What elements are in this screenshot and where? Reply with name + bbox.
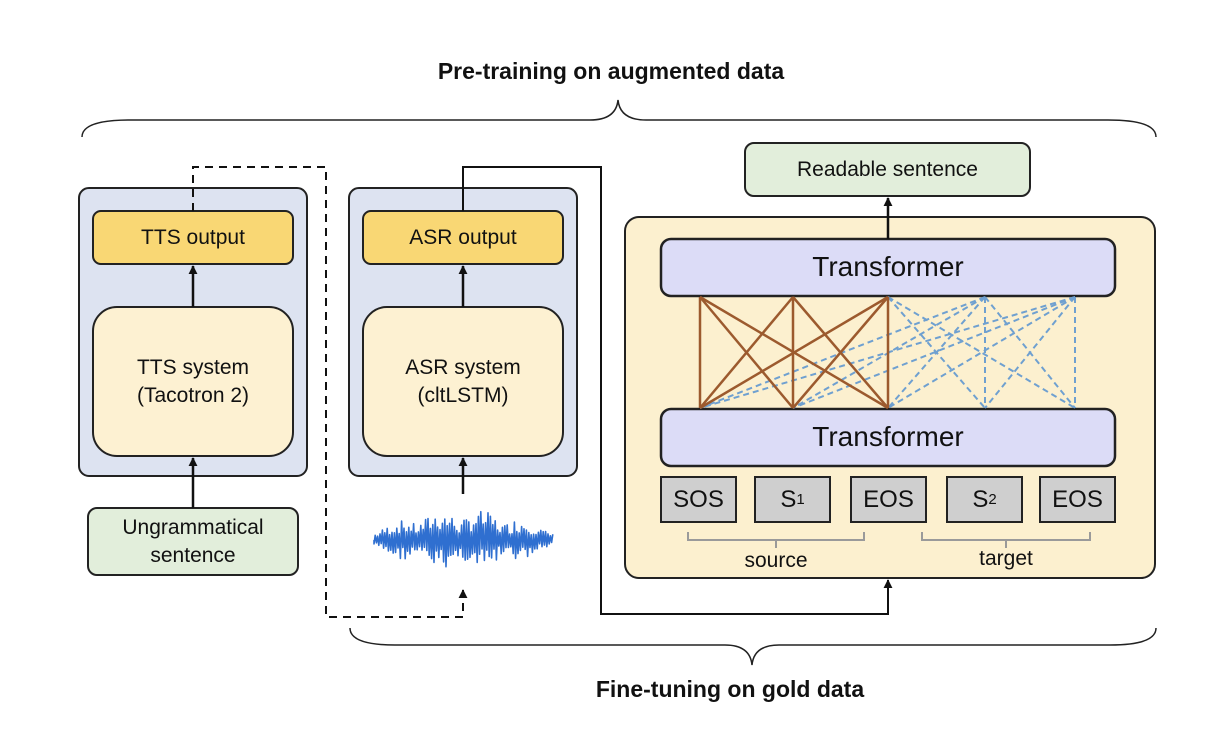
asr-to-model-path — [462, 166, 893, 615]
ungrammatical-line2: sentence — [150, 543, 236, 567]
readable-sentence-box — [744, 142, 1031, 197]
audio-waveform-icon — [373, 510, 554, 568]
asr-system-line1: ASR system — [405, 356, 521, 380]
asr-system-line2: (cltLSTM) — [417, 383, 509, 407]
solid-attention-lines — [698, 295, 890, 410]
ungrammatical-sentence-label: Ungrammatical sentence — [88, 508, 298, 575]
transformer-top-label: Transformer — [812, 251, 964, 283]
transformer-bottom-label: Transformer — [812, 421, 964, 453]
finetuning-brace — [349, 627, 1157, 666]
pretraining-title: Pre-training on augmented data — [437, 58, 785, 85]
target-label: target — [979, 547, 1033, 571]
readable-sentence-label: Readable sentence — [797, 157, 978, 181]
transformer-bottom-box — [659, 407, 1117, 468]
token-eos-2: EOS — [1052, 485, 1103, 513]
token-box-s1 — [754, 476, 831, 523]
token-box-s2 — [946, 476, 1023, 523]
ungrammatical-line1: Ungrammatical — [122, 516, 264, 540]
asr-system-label: ASR system (cltLSTM) — [363, 307, 563, 456]
tts-system-label: TTS system (Tacotron 2) — [93, 307, 293, 456]
source-label: source — [744, 549, 808, 573]
finetuning-title: Fine-tuning on gold data — [595, 676, 865, 703]
source-bracket — [687, 532, 865, 548]
tts-output-label: TTS output — [141, 225, 245, 249]
tts-system-line1: TTS system — [136, 356, 249, 380]
token-box-eos-2 — [1039, 476, 1116, 523]
target-bracket — [921, 532, 1091, 548]
token-eos-1: EOS — [863, 485, 914, 513]
token-sos: SOS — [673, 485, 724, 513]
asr-output-label: ASR output — [409, 225, 517, 249]
token-box-eos-1 — [850, 476, 927, 523]
tts-system-line2: (Tacotron 2) — [136, 383, 250, 407]
token-box-sos — [660, 476, 737, 523]
pretraining-brace — [81, 99, 1157, 138]
